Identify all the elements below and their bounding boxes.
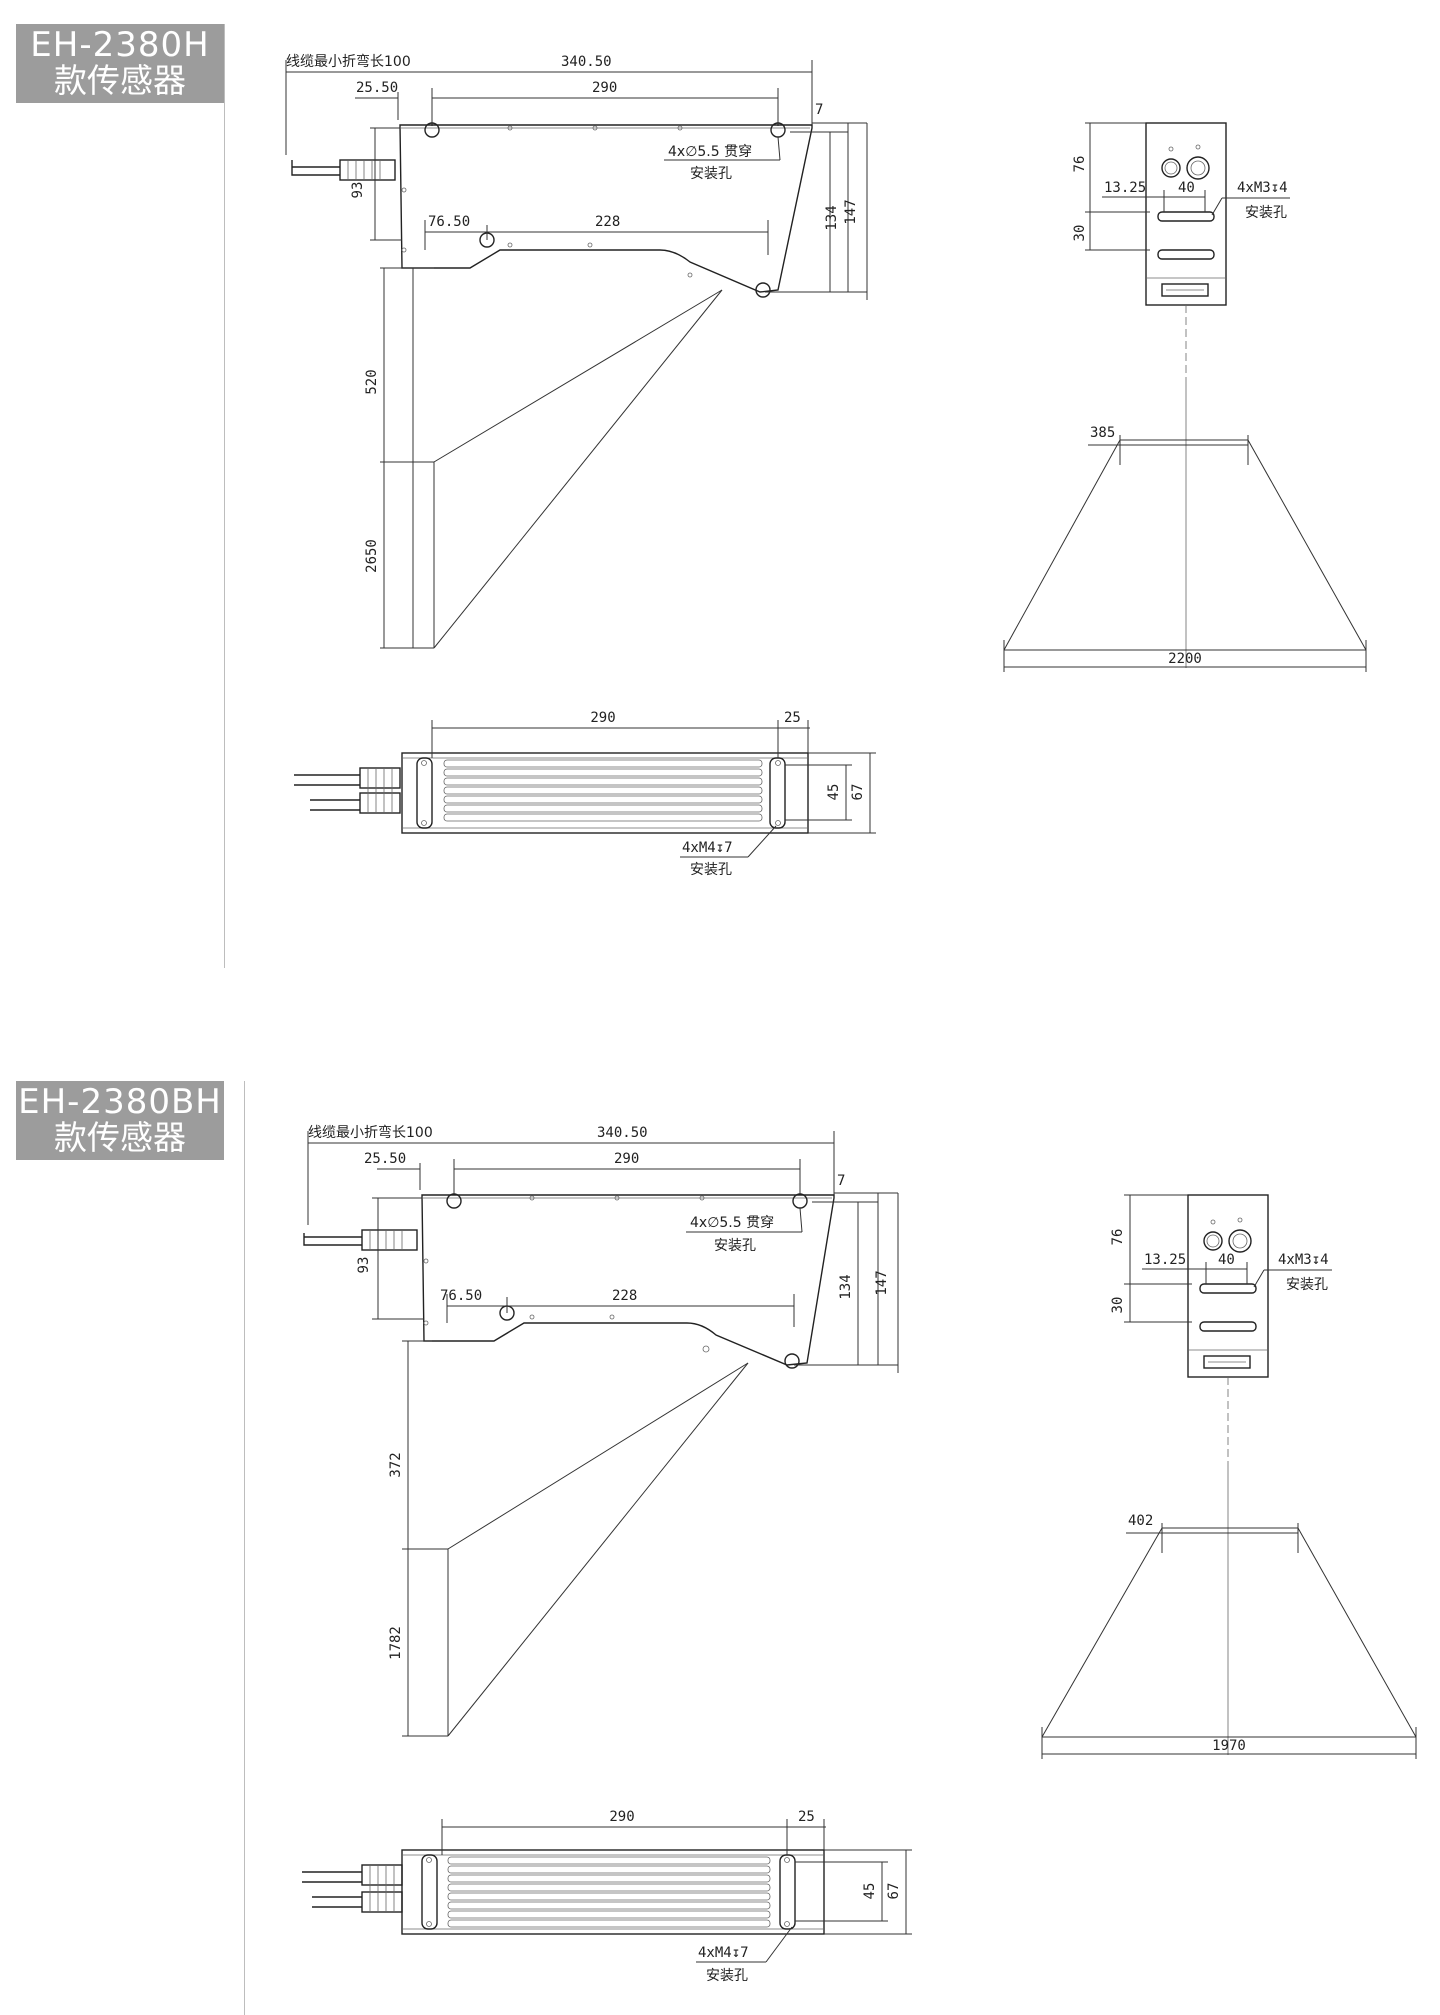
hole-note-2: 安装孔 (714, 1238, 756, 1254)
dim-front-spacing: 40 (1218, 1252, 1235, 1268)
dim-lower-span: 228 (612, 1288, 637, 1304)
dim-front-height-bottom: 30 (1072, 225, 1088, 242)
section-title-eh-2380bh: EH-2380BH 款传感器 (16, 1081, 224, 1161)
bottom-thread-note: 4xM4↧7 (682, 840, 733, 856)
dim-cable-height: 93 (356, 1257, 372, 1274)
bottom-view: 290 25 45 67 4xM4↧7 安装孔 (302, 1809, 912, 1984)
front-thread-note-2: 安装孔 (1286, 1277, 1328, 1293)
dim-bottom-end-offset: 25 (798, 1809, 815, 1825)
dim-front-offset: 13.25 (1104, 180, 1146, 196)
dim-cable-height: 93 (350, 182, 366, 199)
dim-hole-spacing: 290 (614, 1151, 639, 1167)
dim-lower-span: 228 (595, 214, 620, 230)
side-view: 线缆最小折弯长100 340.50 25.50 290 7 4x∅5.5 贯穿 … (303, 1124, 899, 1737)
section-title-eh-2380h: EH-2380H 款传感器 (16, 24, 224, 104)
dim-front-height-top: 76 (1110, 1229, 1126, 1246)
dim-far-range: 1782 (388, 1626, 404, 1660)
dim-lower-offset: 76.50 (428, 214, 470, 230)
dim-overall-length: 340.50 (597, 1125, 648, 1141)
dim-offset-left: 25.50 (364, 1151, 406, 1167)
dim-near-width: 385 (1090, 425, 1115, 441)
dim-bottom-hole-spacing: 290 (590, 710, 615, 726)
dim-height-front: 134 (824, 205, 840, 230)
hole-note: 4x∅5.5 贯穿 (668, 144, 752, 160)
section-divider (244, 1081, 245, 2015)
dim-bottom-outer-width: 67 (886, 1883, 902, 1900)
dim-far-width: 2200 (1168, 651, 1202, 667)
front-thread-note: 4xM3↧4 (1237, 180, 1288, 196)
dim-lower-offset: 76.50 (440, 1288, 482, 1304)
model-name: EH-2380BH (18, 1082, 222, 1122)
model-subtitle: 款传感器 (54, 60, 186, 100)
bottom-thread-note-2: 安装孔 (690, 862, 732, 878)
dim-bottom-end-offset: 25 (784, 710, 801, 726)
dim-bottom-hole-spacing: 290 (609, 1809, 634, 1825)
dim-front-offset: 13.25 (1144, 1252, 1186, 1268)
dim-near-range: 372 (388, 1452, 404, 1477)
cable-bend-note: 线缆最小折弯长100 (286, 53, 411, 70)
cable-bend-note: 线缆最小折弯长100 (308, 1124, 433, 1141)
bottom-thread-note-2: 安装孔 (706, 1968, 748, 1984)
section-divider (224, 24, 225, 968)
dim-bottom-inner-width: 45 (826, 784, 842, 801)
front-view: 76 30 13.25 40 4xM3↧4 安装孔 402 1970 (1041, 1194, 1417, 1759)
dim-near-width: 402 (1128, 1513, 1153, 1529)
bottom-thread-note: 4xM4↧7 (698, 1945, 749, 1961)
hole-note: 4x∅5.5 贯穿 (690, 1215, 774, 1231)
side-view: 线缆最小折弯长100 340.50 25.50 290 7 4x∅5.5 贯穿 … (285, 53, 868, 649)
drawing-eh-2380h: 线缆最小折弯长100 340.50 25.50 290 7 4x∅5.5 贯穿 … (285, 53, 1367, 878)
dim-far-width: 1970 (1212, 1738, 1246, 1754)
dim-front-height-bottom: 30 (1110, 1297, 1126, 1314)
dim-front-height-top: 76 (1072, 156, 1088, 173)
dim-height-front: 134 (838, 1274, 854, 1299)
dim-height-total: 147 (843, 199, 859, 224)
dim-bottom-outer-width: 67 (850, 784, 866, 801)
dim-overall-length: 340.50 (561, 54, 612, 70)
dim-front-spacing: 40 (1178, 180, 1195, 196)
dim-hole-spacing: 290 (592, 80, 617, 96)
front-view: 76 30 13.25 40 4xM3↧4 安装孔 385 2200 (1003, 122, 1367, 672)
dim-far-range: 2650 (364, 539, 380, 573)
dim-near-range: 520 (364, 369, 380, 394)
dim-top-gap: 7 (815, 102, 823, 118)
drawing-eh-2380bh: 线缆最小折弯长100 340.50 25.50 290 7 4x∅5.5 贯穿 … (302, 1124, 1417, 1984)
bottom-view: 290 25 45 67 4xM4↧7 安装孔 (294, 710, 876, 878)
dim-offset-left: 25.50 (356, 80, 398, 96)
dim-top-gap: 7 (837, 1173, 845, 1189)
dim-bottom-inner-width: 45 (862, 1883, 878, 1900)
dim-height-total: 147 (874, 1270, 890, 1295)
front-thread-note-2: 安装孔 (1245, 205, 1287, 221)
model-subtitle: 款传感器 (54, 1117, 186, 1157)
front-thread-note: 4xM3↧4 (1278, 1252, 1329, 1268)
model-name: EH-2380H (30, 25, 210, 65)
hole-note-2: 安装孔 (690, 166, 732, 182)
